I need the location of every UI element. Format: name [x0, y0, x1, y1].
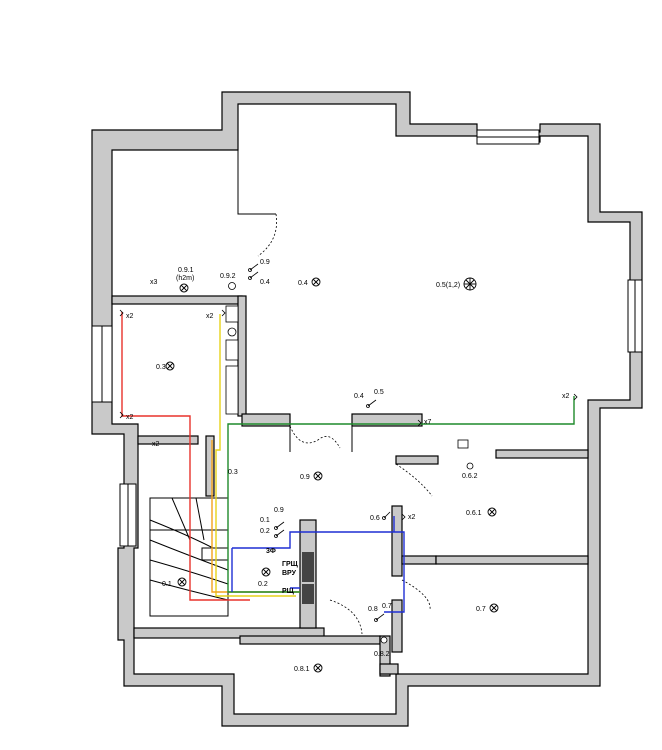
label-rshch: РЩ [282, 588, 295, 595]
lamp-0-7 [489, 603, 499, 613]
wire-green [227, 396, 575, 593]
partition-right-rooms-2 [391, 599, 403, 653]
label-switch-0-2: 0.2 [260, 528, 270, 535]
label-switch-0-8: 0.8 [368, 606, 378, 613]
sensor-0-8-2-icon [380, 636, 388, 644]
label-switch-0-9: 0.9 [260, 259, 270, 266]
label-switch-0-6: 0.6 [370, 515, 380, 522]
sensor-0-6-2-icon [466, 462, 474, 470]
partition-room81-right [379, 663, 399, 675]
panel-rshch [302, 584, 314, 604]
partition-stair-right [205, 435, 215, 497]
partition-room7-top-2 [435, 555, 589, 565]
lamp-0-8-1 [313, 663, 323, 673]
label-lamp-0-1: 0.1 [162, 581, 172, 588]
label-x3: x3 [150, 279, 158, 286]
lamp-0-9 [313, 471, 323, 481]
lamp-0-1 [177, 577, 187, 587]
label-x2-lower-left: x2 [126, 414, 134, 421]
label-switch-0-1: 0.1 [260, 517, 270, 524]
label-lamp-0-7: 0.7 [476, 606, 486, 613]
lamp-0-9-1 [179, 283, 189, 293]
switch-0-1-0-2-icon [274, 521, 285, 538]
partition-room82 [379, 635, 391, 677]
label-x2-bath-right: x2 [206, 313, 214, 320]
partition-room61-top-2 [495, 449, 589, 459]
bath-fixtures [225, 305, 239, 415]
lamp-0-6-1 [487, 507, 497, 517]
label-0-6-2: 0.6.2 [462, 473, 478, 480]
label-3f: 3Ф [266, 548, 276, 555]
partition-hall-top-2 [351, 413, 423, 427]
wire-red [121, 312, 250, 601]
label-switch-0-7: 0.7 [382, 603, 392, 610]
partition-bottom-left [133, 627, 325, 639]
label-x2-stair: x2 [152, 441, 160, 448]
label-lamp-0-3: 0.3 [156, 364, 166, 371]
partition-right-rooms [391, 505, 403, 577]
sensor-0-9-2-icon [228, 282, 236, 290]
partition-stair-top [137, 435, 199, 445]
label-x2-room61: x2 [408, 514, 416, 521]
label-0-8-2: 0.8.2 [374, 651, 390, 658]
interior-floor [111, 103, 631, 715]
label-grsch: ГРЩ [282, 561, 299, 568]
partition-room81-top [239, 635, 381, 645]
label-0-9-1: 0.9.1 [178, 267, 194, 274]
partition-room61-top [395, 455, 439, 465]
lamp-0-3 [165, 361, 175, 371]
wire-yellow [215, 314, 296, 597]
label-lamp-0-4: 0.4 [298, 280, 308, 287]
socket-box-hall [457, 439, 469, 449]
partition-room7-top [401, 555, 437, 565]
switch-0-4-0-5-icon [366, 399, 377, 408]
lamp-0-5 [463, 277, 477, 291]
label-switch-0-5-hall: 0.5 [374, 389, 384, 396]
outlet-x2-icon [119, 309, 578, 521]
switch-0-9-icon [248, 263, 259, 280]
label-x2-right: x2 [562, 393, 570, 400]
label-switch-0-3: 0.3 [228, 469, 238, 476]
label-0-9-2: 0.9.2 [220, 273, 236, 280]
lamp-0-4 [311, 277, 321, 287]
label-lamp-0-9: 0.9 [300, 474, 310, 481]
label-x7: x7 [424, 419, 432, 426]
partition-hall-top [241, 413, 291, 427]
label-lamp-0-8-1: 0.8.1 [294, 666, 310, 673]
partition-bath-right [237, 295, 247, 417]
label-h2m: (h2m) [176, 275, 194, 282]
partition-bath-top [111, 295, 243, 305]
switch-0-6-icon [382, 511, 391, 520]
label-switch-0-4: 0.4 [260, 279, 270, 286]
switch-0-8-0-7-icon [374, 613, 385, 622]
label-lamp-0-5: 0.5(1,2) [436, 282, 460, 289]
label-switch-0-4-hall: 0.4 [354, 393, 364, 400]
label-lamp-0-2: 0.2 [258, 581, 268, 588]
staircase [149, 497, 229, 617]
wire-blue [231, 516, 405, 613]
label-vru: ВРУ [282, 570, 297, 577]
label-x2-bath-left: x2 [126, 313, 134, 320]
panel-grsch [302, 552, 314, 582]
lamp-0-2 [261, 567, 271, 577]
label-lamp-0-6-1: 0.6.1 [466, 510, 482, 517]
label-switch-0-9-hall: 0.9 [274, 507, 284, 514]
